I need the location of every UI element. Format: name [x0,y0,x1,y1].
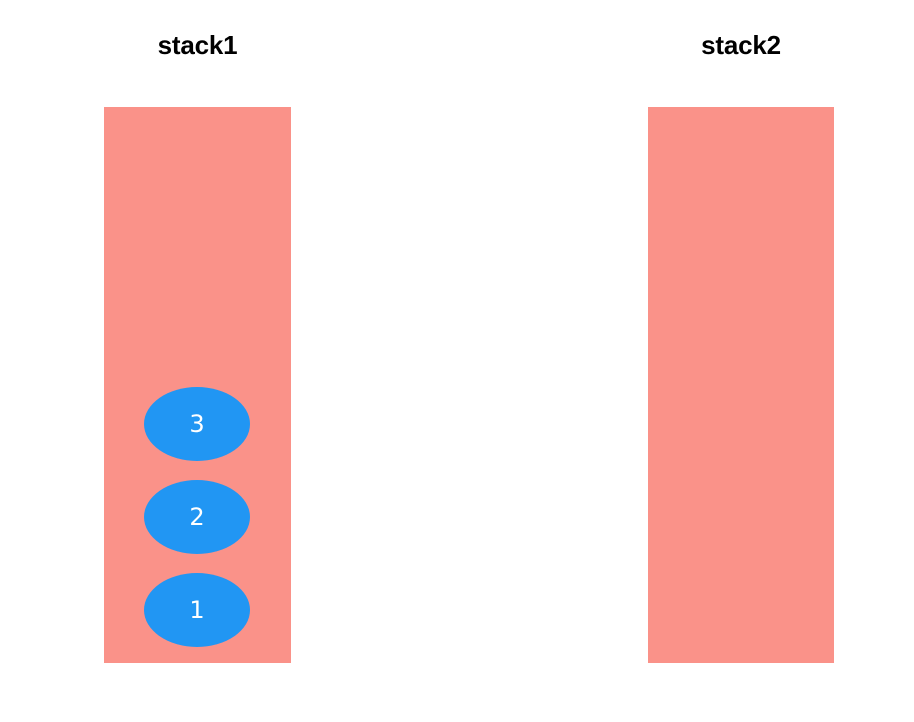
stack-label-stack1: stack1 [157,30,238,60]
stack-item[interactable]: 3 [144,387,250,461]
stack-container-stack1[interactable]: 3 2 1 [104,107,291,663]
stack-item[interactable]: 1 [144,573,250,647]
stack-item-label: 3 [189,410,205,438]
stack-container-stack2[interactable] [648,107,834,663]
stack-stack1: stack1 3 2 1 [104,0,291,722]
stack-stack2: stack2 [648,0,834,722]
stack-item[interactable]: 2 [144,480,250,554]
stack-item-label: 2 [189,503,205,531]
stack-item-label: 1 [189,596,205,624]
stack-label-stack2: stack2 [701,30,781,60]
